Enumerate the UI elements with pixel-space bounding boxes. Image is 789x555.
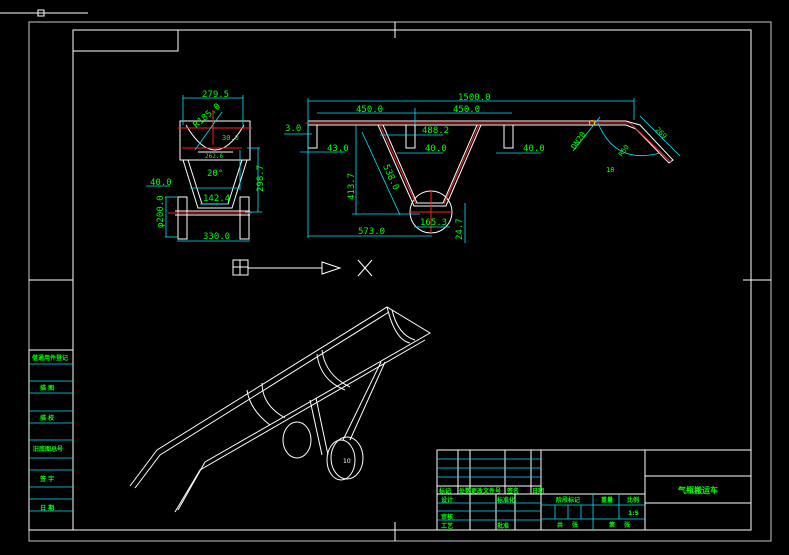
dim-brace-span: 488.2 (422, 126, 449, 136)
tb-scale: 1:5 (628, 510, 639, 517)
dim-total: 1500.0 (458, 93, 491, 103)
isometric-view (129, 306, 431, 513)
tb-header: 标记 (438, 487, 451, 495)
dim-angle: 20° (207, 169, 223, 179)
dim-leg-b: 40.0 (425, 144, 447, 154)
front-view: 279.5 R185.0 30.0 262.6 20° 142.4 40.0 φ… (146, 90, 266, 242)
title-block: 标记 处数 更改文件号 签名 日期 设计 标准化 审核 工艺 批准 阶段标记 重… (436, 449, 752, 531)
tb-sheet: 张 (572, 521, 579, 529)
wheel-label: 10 (343, 458, 351, 465)
dim-leg-c: 40.0 (523, 144, 545, 154)
tb-stage: 比例 (627, 496, 639, 504)
dim-base-len: 573.0 (358, 227, 385, 237)
tb-header: 签名 (506, 487, 519, 495)
dim-bend-radius: R50 (617, 143, 631, 158)
outer-frame (28, 21, 772, 542)
dim-left-offset: 40.0 (150, 178, 172, 188)
dim-radius: R185.0 (192, 102, 223, 131)
dim-handle-len: 269 (654, 126, 669, 141)
tb-sheet: 张 (624, 521, 631, 529)
dim-wheel-dia: φ200.0 (156, 195, 166, 228)
dim-leg-a: 43.0 (327, 144, 349, 154)
dim-inner: 262.6 (205, 153, 223, 160)
tb-stage: 阶段标记 (556, 496, 580, 504)
tb-sheet: 共 (557, 521, 563, 529)
corner-box (72, 29, 179, 52)
ucs-icon (232, 259, 373, 277)
center-marks (29, 22, 771, 541)
tb-header: 处数 (458, 487, 472, 495)
dim-right-span: 450.0 (453, 105, 480, 115)
tb-stage: 重量 (601, 496, 613, 504)
dim-offset: 3.0 (285, 124, 301, 134)
side-view: 1500.0 450.0 450.0 3.0 488.2 43.0 40.0 4… (284, 93, 681, 243)
tb-sheet: 第 (608, 521, 615, 529)
tb-row: 设计 (441, 496, 453, 504)
dim-height: 413.7 (347, 173, 357, 200)
dim-left-span: 450.0 (356, 105, 383, 115)
side-label: 旧底图总号 (33, 445, 63, 453)
drawing-title: 气瓶搬运车 (677, 485, 718, 495)
side-label: 日 期 (40, 504, 54, 512)
toolbar-mark (0, 9, 88, 17)
tb-row: 工艺 (441, 522, 453, 530)
tb-row: 标准化 (496, 496, 515, 504)
bend-point-marker (589, 120, 595, 126)
inner-frame (72, 29, 752, 531)
dim-handle-dia: DN20 (569, 130, 588, 151)
side-label: 签 字 (39, 475, 54, 483)
dim-height: 298.7 (256, 165, 266, 192)
dim-wheel-span: 165.3 (420, 218, 447, 228)
tb-row: 审核 (441, 513, 453, 521)
dim-top-width: 279.5 (202, 90, 229, 100)
side-label: 描 校 (40, 414, 55, 422)
tb-header: 日期 (532, 487, 544, 495)
dim-bend-angle: 18 (606, 166, 614, 174)
dim-small: 30.0 (222, 134, 239, 142)
tb-row: 批准 (497, 522, 509, 530)
tb-header: 更改文件号 (471, 487, 501, 495)
side-label: 借通用件登记 (31, 354, 68, 362)
dim-bottom: 142.4 (203, 194, 230, 204)
side-label: 描 图 (40, 384, 54, 392)
dim-axle-h: 24.7 (455, 218, 465, 240)
dim-base-width: 330.0 (203, 232, 230, 242)
side-table: 借通用件登记 描 图 描 校 旧底图总号 签 字 日 期 (28, 349, 74, 531)
